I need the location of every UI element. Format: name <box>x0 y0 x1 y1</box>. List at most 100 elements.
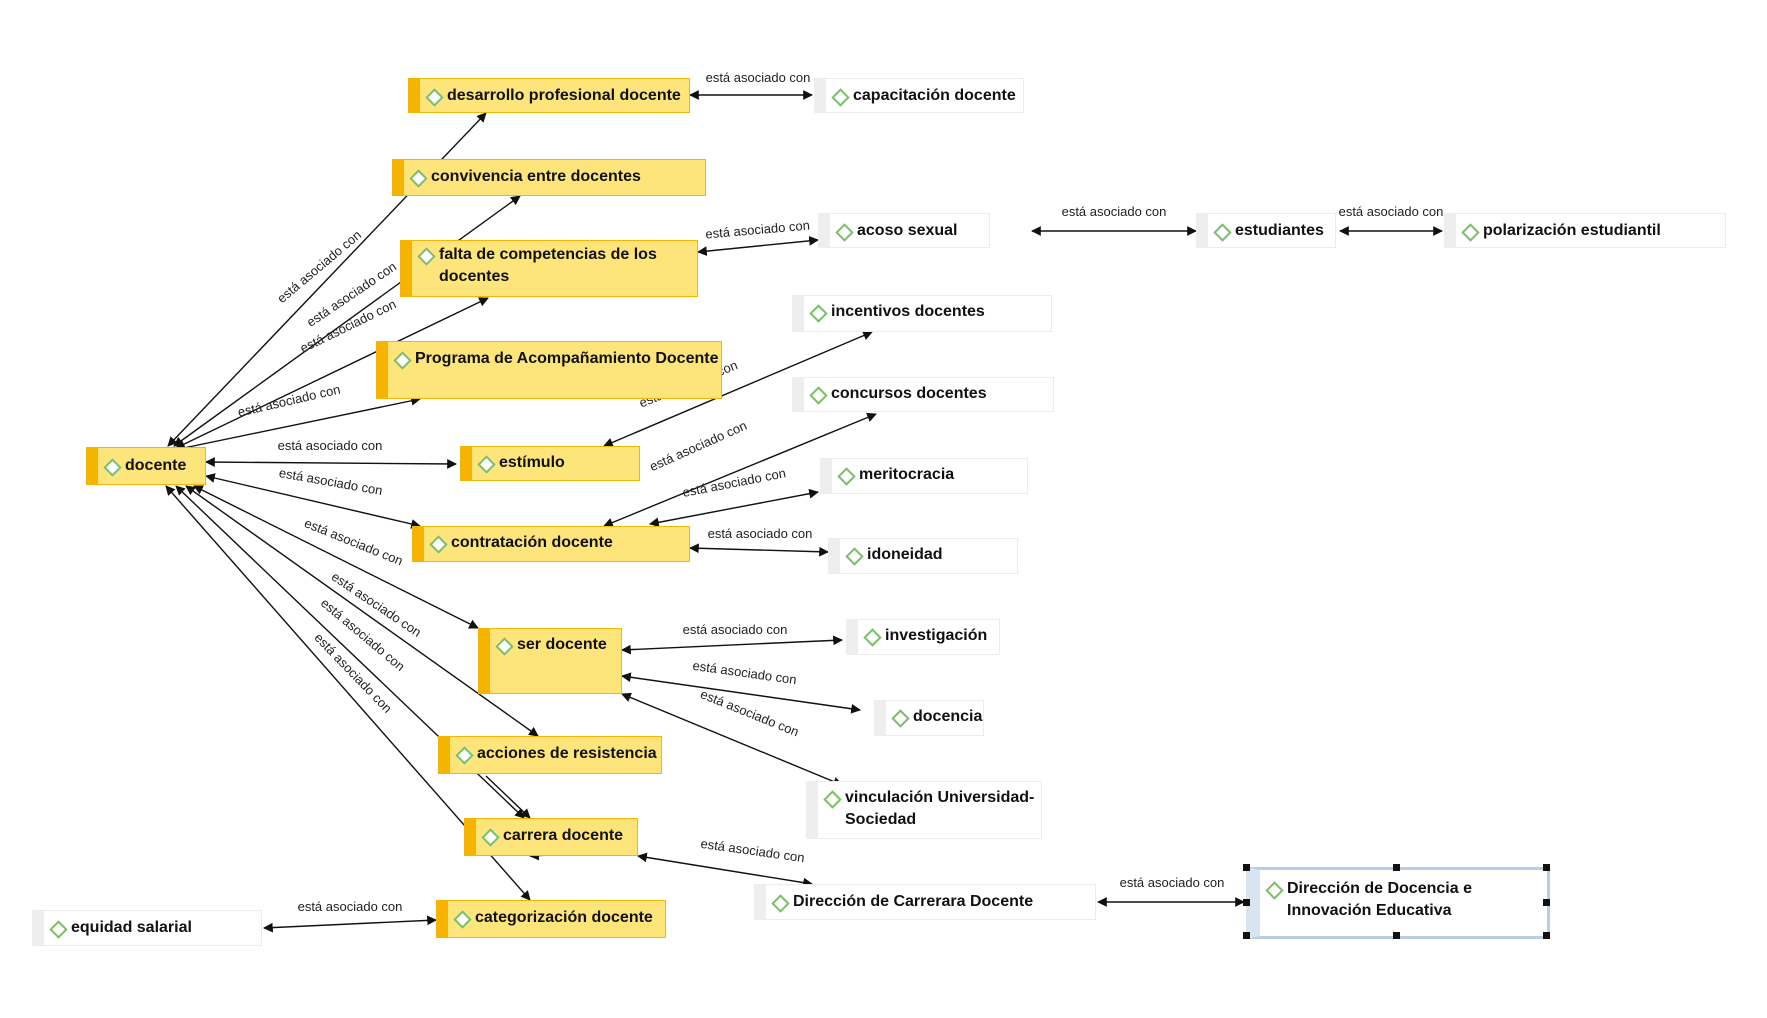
node-label: concursos docentes <box>831 385 987 402</box>
node-label: docencia <box>913 708 983 725</box>
node-carrera-docente[interactable]: carrera docente <box>464 818 638 856</box>
concept-icon <box>1265 881 1284 900</box>
concept-icon <box>1213 223 1232 242</box>
concept-icon <box>809 386 828 405</box>
association-link[interactable] <box>173 395 421 454</box>
link-label: está asociado con <box>236 382 341 420</box>
selection-handle[interactable] <box>1243 899 1250 906</box>
association-link[interactable] <box>637 852 813 888</box>
selection-handle[interactable] <box>1393 864 1400 871</box>
concept-icon <box>425 88 444 107</box>
concept-icon <box>477 455 496 474</box>
node-direccion-carrera-docente[interactable]: Dirección de Carrerara Docente <box>754 884 1096 920</box>
node-label: contratación docente <box>451 534 613 551</box>
node-label: incentivos docentes <box>831 303 985 320</box>
node-label: docente <box>125 457 187 474</box>
node-label: estudiantes <box>1235 222 1324 239</box>
concept-icon <box>409 169 428 188</box>
node-incentivos-docentes[interactable]: incentivos docentes <box>792 295 1052 332</box>
link-label: está asociado con <box>705 217 811 241</box>
link-label: está asociado con <box>278 465 384 498</box>
node-ser-docente[interactable]: ser docente <box>478 628 622 694</box>
node-convivencia-entre-docentes[interactable]: convivencia entre docentes <box>392 159 706 196</box>
node-equidad-salarial[interactable]: equidad salarial <box>32 910 262 946</box>
link-label: está asociado con <box>692 658 798 687</box>
concept-icon <box>823 790 842 809</box>
selection-handle[interactable] <box>1243 864 1250 871</box>
link-label: está asociado con <box>329 569 424 640</box>
concept-icon <box>835 223 854 242</box>
association-link[interactable] <box>649 488 819 528</box>
concept-icon <box>49 920 68 939</box>
concept-icon <box>429 535 448 554</box>
node-direccion-docencia-innovacion[interactable]: Dirección de Docencia e Innovación Educa… <box>1246 867 1550 939</box>
node-docente[interactable]: docente <box>86 447 206 485</box>
concept-icon <box>831 88 850 107</box>
association-link[interactable] <box>185 485 539 737</box>
concept-icon <box>837 467 856 486</box>
node-acoso-sexual[interactable]: acoso sexual <box>818 213 990 248</box>
node-label: carrera docente <box>503 827 624 844</box>
node-label: estímulo <box>499 454 565 471</box>
selection-handle[interactable] <box>1393 932 1400 939</box>
association-link[interactable] <box>689 543 829 557</box>
selection-handle[interactable] <box>1543 932 1550 939</box>
link-label: está asociado con <box>708 526 813 541</box>
concept-icon <box>1461 223 1480 242</box>
node-estudiantes[interactable]: estudiantes <box>1196 213 1336 248</box>
concept-icon <box>103 458 122 477</box>
node-label: polarización estudiantil <box>1483 222 1661 239</box>
node-capacitacion-docente[interactable]: capacitación docente <box>814 78 1024 113</box>
selection-handle[interactable] <box>1543 864 1550 871</box>
node-docencia[interactable]: docencia <box>874 700 984 736</box>
selection-handle[interactable] <box>1243 932 1250 939</box>
node-label: idoneidad <box>867 546 943 563</box>
link-label: está asociado con <box>1062 204 1167 219</box>
node-polarizacion-estudiantil[interactable]: polarización estudiantil <box>1444 213 1726 248</box>
link-label: está asociado con <box>298 899 403 914</box>
concept-icon <box>863 628 882 647</box>
association-link[interactable] <box>621 692 843 787</box>
concept-icon <box>455 746 474 765</box>
node-label: Dirección de Docencia e Innovación Educa… <box>1287 880 1472 919</box>
node-label: meritocracia <box>859 466 955 483</box>
node-label: equidad salarial <box>71 919 192 936</box>
node-label: ser docente <box>517 636 607 653</box>
concept-icon <box>771 894 790 913</box>
node-label: acoso sexual <box>857 222 958 239</box>
node-label: categorización docente <box>475 909 653 926</box>
node-label: desarrollo profesional docente <box>447 87 681 104</box>
node-desarrollo-profesional-docente[interactable]: desarrollo profesional docente <box>408 78 690 113</box>
node-falta-de-competencias[interactable]: falta de competencias de los docentes <box>400 240 698 297</box>
node-label: falta de competencias de los docentes <box>439 246 657 285</box>
node-estimulo[interactable]: estímulo <box>460 446 640 481</box>
node-meritocracia[interactable]: meritocracia <box>820 458 1028 494</box>
link-label: está asociado con <box>700 836 806 865</box>
node-label: convivencia entre docentes <box>431 168 641 185</box>
node-categorizacion-docente[interactable]: categorización docente <box>436 900 666 938</box>
node-label: investigación <box>885 627 988 644</box>
node-vinculacion-universidad-sociedad[interactable]: vinculación Universidad-Sociedad <box>806 781 1042 839</box>
association-link[interactable] <box>263 915 437 933</box>
link-label: está asociado con <box>278 438 383 453</box>
node-label: Dirección de Carrerara Docente <box>793 893 1034 910</box>
node-concursos-docentes[interactable]: concursos docentes <box>792 377 1054 412</box>
link-label: está asociado con <box>681 465 787 500</box>
association-link[interactable] <box>621 635 843 655</box>
selection-handle[interactable] <box>1543 899 1550 906</box>
node-label: acciones de resistencia <box>477 745 657 762</box>
node-idoneidad[interactable]: idoneidad <box>828 538 1018 574</box>
node-contratacion-docente[interactable]: contratación docente <box>412 526 690 562</box>
concept-icon <box>809 304 828 323</box>
association-link[interactable] <box>697 236 819 256</box>
concept-icon <box>845 547 864 566</box>
link-label: está asociado con <box>302 515 405 568</box>
node-investigacion[interactable]: investigación <box>846 619 1000 655</box>
association-link[interactable] <box>485 775 531 819</box>
node-acciones-de-resistencia[interactable]: acciones de resistencia <box>438 736 662 774</box>
association-link[interactable] <box>205 457 457 469</box>
node-programa-acompanamiento-docente[interactable]: Programa de Acompañamiento Docente <box>376 341 722 399</box>
node-label: Programa de Acompañamiento Docente <box>415 350 719 367</box>
